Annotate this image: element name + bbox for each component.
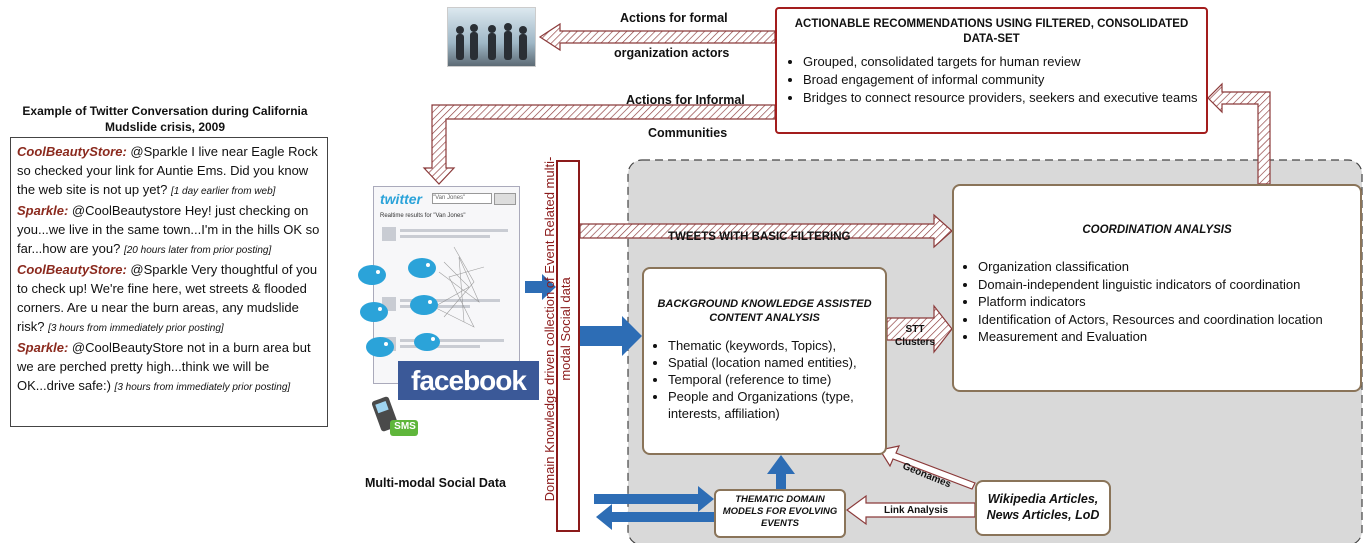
list-item: Bridges to connect resource providers, s… (803, 89, 1198, 107)
message-text: @CoolBeautystore Hey! just checking on y… (17, 203, 320, 256)
message-meta: [3 hours from immediately prior posting] (48, 323, 224, 334)
twitter-search-field: "Van Jones" (432, 193, 492, 204)
conversation-panel: CoolBeautyStore: @Sparkle I live near Ea… (10, 137, 328, 427)
twitter-screenshot: twitter "Van Jones" Realtime results for… (373, 186, 520, 384)
list-item: Organization classification (978, 258, 1352, 276)
list-item: Grouped, consolidated targets for human … (803, 53, 1198, 71)
thematic-models-box: THEMATIC DOMAIN MODELS FOR EVOLVING EVEN… (714, 489, 846, 538)
label-tweets-filtering: TWEETS WITH BASIC FILTERING (668, 231, 851, 243)
coordination-title: COORDINATION ANALYSIS (1082, 224, 1232, 236)
collector-label: Domain Knowledge driven collection of Ev… (542, 156, 573, 502)
conversation-message: Sparkle: @CoolBeautyStore not in a burn … (17, 338, 321, 397)
recommendations-box: ACTIONABLE RECOMMENDATIONS USING FILTERE… (775, 7, 1208, 134)
social-data-collector (556, 160, 580, 532)
stt-arrow (886, 304, 953, 354)
speaker: CoolBeautyStore: (17, 144, 127, 159)
twitter-search-button (494, 193, 516, 205)
facebook-logo: facebook (398, 361, 539, 400)
blue-arrow-collector-to-models (594, 486, 714, 512)
label-communities: Communities (648, 126, 728, 140)
knowledge-sources-box: Wikipedia Articles, News Articles, LoD (975, 480, 1111, 536)
recommendations-list: Grouped, consolidated targets for human … (785, 53, 1198, 107)
list-item: Domain-independent linguistic indicators… (978, 276, 1352, 294)
list-item: Platform indicators (978, 293, 1352, 311)
message-meta: [20 hours later from prior posting] (123, 245, 272, 256)
geonames-arrow (879, 445, 976, 490)
background-list: Thematic (keywords, Topics), Spatial (lo… (650, 337, 879, 422)
blue-arrow-social-to-collector (525, 274, 556, 300)
coordination-list: Organization classification Domain-indep… (962, 258, 1352, 346)
background-knowledge-box: BACKGROUND KNOWLEDGE ASSISTED CONTENT AN… (642, 267, 887, 455)
message-text: @Sparkle I live near Eagle Rock so check… (17, 144, 318, 197)
blue-arrow-models-up (767, 455, 795, 489)
list-item: Measurement and Evaluation (978, 328, 1352, 346)
conversation-title: Example of Twitter Conversation during C… (22, 104, 308, 134)
list-item: Temporal (reference to time) (668, 371, 879, 388)
link-analysis-arrow (845, 494, 976, 526)
formal-actions-arrow (538, 22, 776, 52)
coordination-analysis-box: COORDINATION ANALYSIS Organization class… (952, 184, 1362, 392)
conversation-message: CoolBeautyStore: @Sparkle Very thoughtfu… (17, 260, 321, 338)
speaker: Sparkle: (17, 203, 69, 218)
speaker: Sparkle: (17, 340, 69, 355)
label-formal-actions: Actions for formal (620, 11, 728, 25)
speaker: CoolBeautyStore: (17, 262, 127, 277)
list-item: People and Organizations (type, interest… (668, 388, 879, 422)
list-item: Identification of Actors, Resources and … (978, 311, 1352, 329)
label-social-data: Multi-modal Social Data (365, 476, 506, 490)
message-text: @CoolBeautyStore not in a burn area but … (17, 340, 311, 393)
message-meta: [3 hours from immediately prior posting] (114, 382, 291, 393)
blue-arrow-collector-to-bk (580, 316, 642, 356)
tweets-arrow (579, 213, 953, 249)
conversation-message: Sparkle: @CoolBeautystore Hey! just chec… (17, 201, 321, 260)
people-icon (456, 23, 527, 60)
twitter-logo: twitter (380, 191, 422, 207)
list-item: Broad engagement of informal community (803, 71, 1198, 89)
background-title: BACKGROUND KNOWLEDGE ASSISTED CONTENT AN… (657, 298, 872, 324)
recommendations-title: ACTIONABLE RECOMMENDATIONS USING FILTERE… (794, 18, 1189, 45)
informal-actions-arrow (422, 104, 776, 185)
label-link-analysis: Link Analysis (884, 505, 949, 516)
blue-arrow-models-to-collector (596, 504, 714, 530)
sms-label: SMS (394, 421, 416, 432)
organization-actors-photo (447, 7, 536, 67)
label-organization-actors: organization actors (614, 46, 730, 60)
list-item: Spatial (location named entities), (668, 354, 879, 371)
twitter-birds-icon (358, 258, 440, 357)
conversation-message: CoolBeautyStore: @Sparkle I live near Ea… (17, 142, 321, 201)
list-item: Thematic (keywords, Topics), (668, 337, 879, 354)
label-stt-clusters: STT Clusters (895, 324, 936, 348)
coordination-to-recommendations-arrow (1207, 82, 1271, 185)
twitter-results-header: Realtime results for "Van Jones" (380, 213, 466, 219)
message-meta: [1 day earlier from web] (170, 186, 276, 197)
phone-graphic (372, 396, 418, 436)
message-text: @Sparkle Very thoughtful of you to check… (17, 262, 318, 334)
sms-phone-icon: SMS (372, 392, 420, 440)
label-informal-actions: Actions for Informal (626, 93, 745, 107)
